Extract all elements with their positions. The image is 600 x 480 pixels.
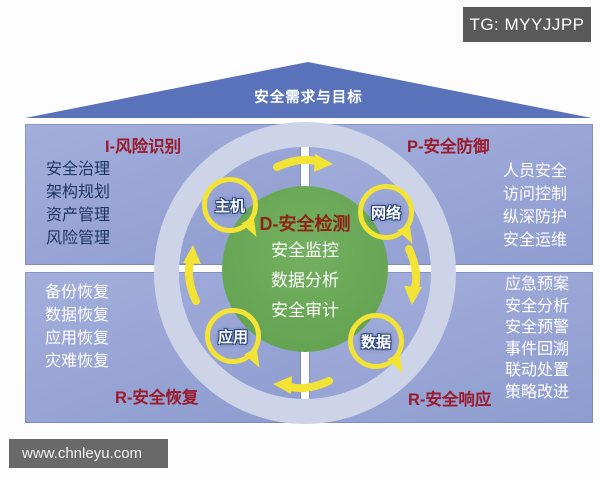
ring-label-application: 应用 [205, 308, 266, 372]
quadrant-title-protect: P-安全防御 [407, 138, 490, 156]
list-item: 数据分析 [271, 271, 339, 290]
tg-watermark-badge: TG: MYYJJPP [463, 7, 591, 42]
list-item: 应急预案 [505, 276, 570, 293]
quadrant-title-identify: I-风险识别 [105, 138, 182, 156]
site-watermark-text: www.chnleyu.com [22, 445, 143, 462]
list-item: 事件回溯 [505, 340, 570, 358]
ring-label-host: 主机 [202, 177, 263, 241]
list-item: 安全预警 [505, 319, 570, 336]
ring-label-text: 网络 [370, 204, 401, 222]
list-item: 风险管理 [46, 230, 111, 247]
roof-label: 安全需求与目标 [254, 90, 363, 106]
quadrant-items-respond: 应急预案 安全分析 安全预警 事件回溯 联动处置 策略改进 [505, 274, 569, 403]
clockwise-arrow-bottom-icon [273, 376, 333, 394]
list-item: 策略改进 [505, 383, 570, 401]
clockwise-arrow-left-icon [183, 245, 201, 305]
tg-watermark-text: TG: MYYJJPP [469, 14, 585, 34]
roof-triangle: 安全需求与目标 [25, 62, 592, 118]
list-item: 安全运维 [503, 232, 568, 249]
ring-label-text: 数据 [360, 333, 391, 351]
quadrant-items-protect: 人员安全 访问控制 纵深防护 安全运维 [503, 160, 567, 252]
ring-label-text: 主机 [214, 197, 245, 215]
list-item: 安全治理 [46, 161, 111, 178]
list-item: 联动处置 [505, 362, 570, 379]
list-item: 应用恢复 [45, 330, 110, 347]
list-item: 人员安全 [503, 163, 568, 180]
list-item: 灾难恢复 [45, 353, 110, 370]
list-item: 安全分析 [505, 297, 570, 315]
core-items: 安全监控 数据分析 安全审计 [222, 236, 388, 326]
list-item: 备份恢复 [45, 284, 110, 301]
list-item: 访问控制 [503, 186, 568, 203]
ring-label-data: 数据 [348, 313, 409, 377]
list-item: 纵深防护 [503, 209, 568, 226]
core-title: D-安全检测 [259, 214, 351, 234]
list-item: 架构规划 [46, 184, 111, 201]
ring-label-network: 网络 [358, 184, 419, 248]
site-watermark-badge: www.chnleyu.com [9, 439, 168, 468]
quadrant-items-identify: 安全治理 架构规划 资产管理 风险管理 [46, 158, 110, 250]
clockwise-arrow-right-icon [404, 245, 422, 305]
quadrant-title-respond: R-安全响应 [408, 391, 492, 409]
ring-label-text: 应用 [217, 328, 248, 346]
quadrant-items-recover: 备份恢复 数据恢复 应用恢复 灾难恢复 [45, 281, 109, 373]
clockwise-arrow-top-icon [273, 154, 333, 172]
quadrant-title-recover: R-安全恢复 [115, 389, 199, 407]
list-item: 安全监控 [271, 241, 339, 260]
list-item: 安全审计 [271, 301, 339, 320]
list-item: 资产管理 [46, 207, 111, 224]
list-item: 数据恢复 [45, 307, 110, 324]
